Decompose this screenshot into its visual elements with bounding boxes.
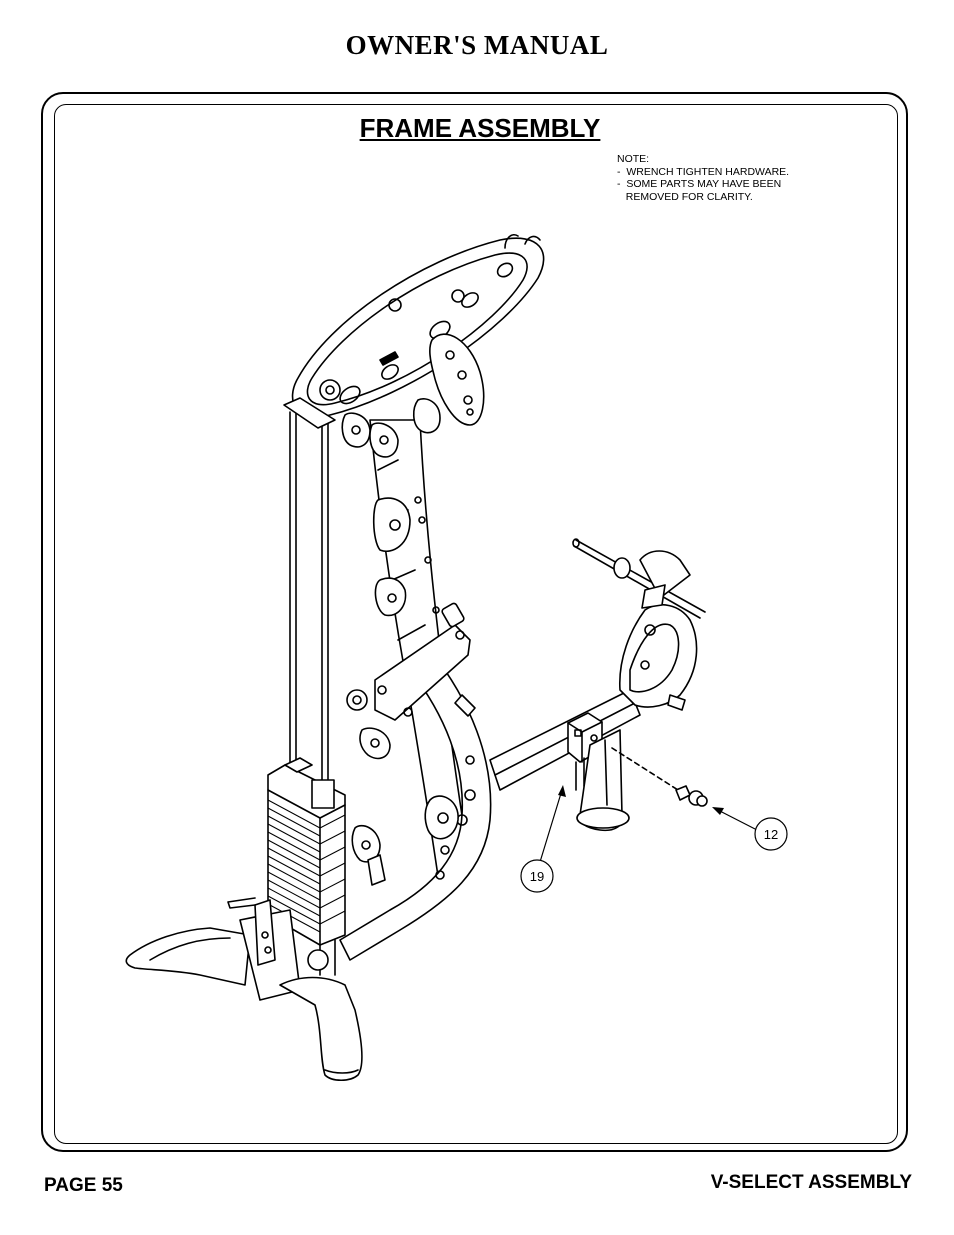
note-line-3: REMOVED FOR CLARITY. — [617, 190, 753, 203]
base-beam — [489, 689, 641, 791]
callout-circle-19 — [520, 859, 554, 893]
pivot-arm — [346, 602, 476, 760]
footer-section-name: V-SELECT ASSEMBLY — [710, 1172, 912, 1193]
arm-attachment — [572, 538, 706, 711]
note-heading: NOTE: — [617, 153, 650, 165]
inner-page-frame — [54, 104, 898, 1144]
lower-frame — [339, 649, 492, 961]
assembly-note: NOTE: - WRENCH TIGHTEN HARDWARE. - SOME … — [617, 153, 789, 203]
callout-leaders — [539, 789, 758, 863]
part-12-bolt — [611, 747, 708, 807]
top-pulley-plate — [291, 233, 545, 418]
page-number: PAGE 55 — [44, 1175, 123, 1196]
note-line-2: - SOME PARTS MAY HAVE BEEN — [617, 178, 782, 190]
callout-circle-12 — [754, 817, 788, 851]
callout-label-19: 19 — [530, 869, 544, 884]
front-base — [125, 897, 363, 1082]
pulleys — [341, 398, 441, 886]
callout-arrowheads — [558, 785, 724, 815]
outer-page-frame — [41, 92, 908, 1152]
callout-label-12: 12 — [764, 827, 778, 842]
section-title: FRAME ASSEMBLY — [359, 113, 601, 143]
rear-post — [576, 729, 630, 832]
guide-rods — [283, 397, 336, 781]
swivel-pulley-plate — [429, 333, 485, 426]
weight-stack — [267, 757, 346, 976]
manual-title: OWNER'S MANUAL — [345, 30, 609, 60]
note-line-1: - WRENCH TIGHTEN HARDWARE. — [617, 165, 790, 178]
